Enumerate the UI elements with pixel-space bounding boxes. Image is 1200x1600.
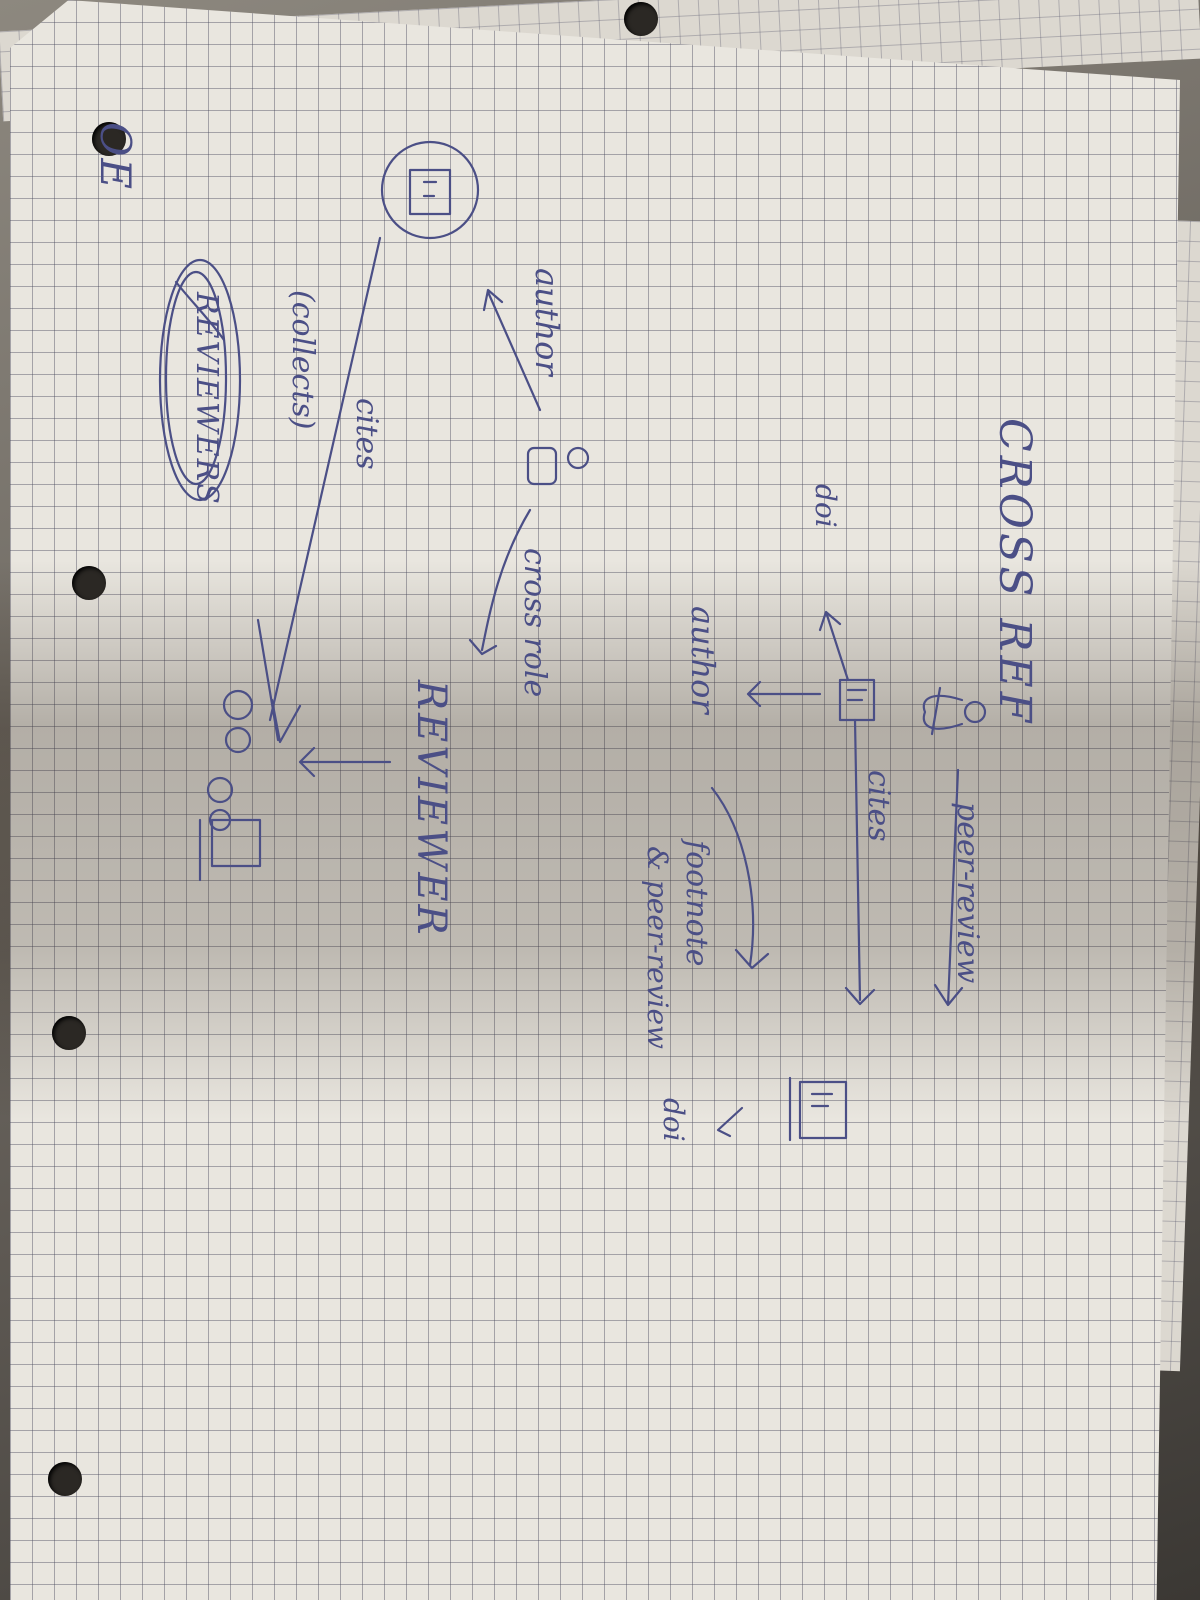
label-author-mid: author: [684, 606, 722, 714]
reviewers-circled-label: [158, 258, 242, 502]
punch-hole-2: [92, 122, 126, 156]
grid-paper-sheet: [10, 0, 1180, 1600]
label-author-left: author: [528, 268, 566, 376]
label-cross-role: cross role: [517, 548, 552, 698]
label-peer-review: peer-review: [950, 802, 985, 984]
author-to-footnote-arrow: [710, 786, 770, 970]
label-doi-right: doi: [657, 1098, 690, 1142]
label-cites: cites: [861, 770, 896, 842]
label-footnote-peer-review: & peer-review: [641, 846, 674, 1049]
label-cites-bottom: cites: [349, 398, 384, 470]
label-oe: OE: [91, 122, 140, 192]
arrow-to-doi: [818, 610, 850, 682]
person-peer-icon: [922, 686, 987, 736]
label-reviewer: REVIEWER: [408, 680, 454, 938]
person-center-icon: [526, 446, 590, 486]
punch-hole-4: [52, 1016, 86, 1050]
cross-role-arrow: [468, 508, 532, 656]
label-doi-left: doi: [809, 484, 842, 528]
document-box-center: [838, 678, 876, 722]
cites-arrow: [844, 718, 876, 1006]
arrow-to-author-left: [482, 288, 542, 412]
reviewers-group-icons: [198, 689, 262, 882]
punch-hole-3: [72, 566, 106, 600]
document-circled-left: [380, 140, 480, 240]
label-collects: (collects): [285, 290, 320, 430]
arrow-to-reviewers-group: [256, 618, 302, 744]
document-box-right: [788, 1076, 848, 1142]
punch-hole-5: [48, 1462, 82, 1496]
arrow-down-to-author: [746, 680, 822, 708]
label-footnote: footnote: [679, 840, 714, 967]
punch-hole-1: [624, 2, 658, 36]
long-cites-line: [268, 236, 382, 722]
title-cross-ref: CROSS REF: [989, 418, 1040, 727]
peer-review-arrow: [933, 768, 964, 1007]
doi-right-arrow: [716, 1106, 744, 1138]
reviewer-down-arrow: [298, 746, 392, 778]
label-reviewers: REVIEWERS: [189, 292, 224, 506]
